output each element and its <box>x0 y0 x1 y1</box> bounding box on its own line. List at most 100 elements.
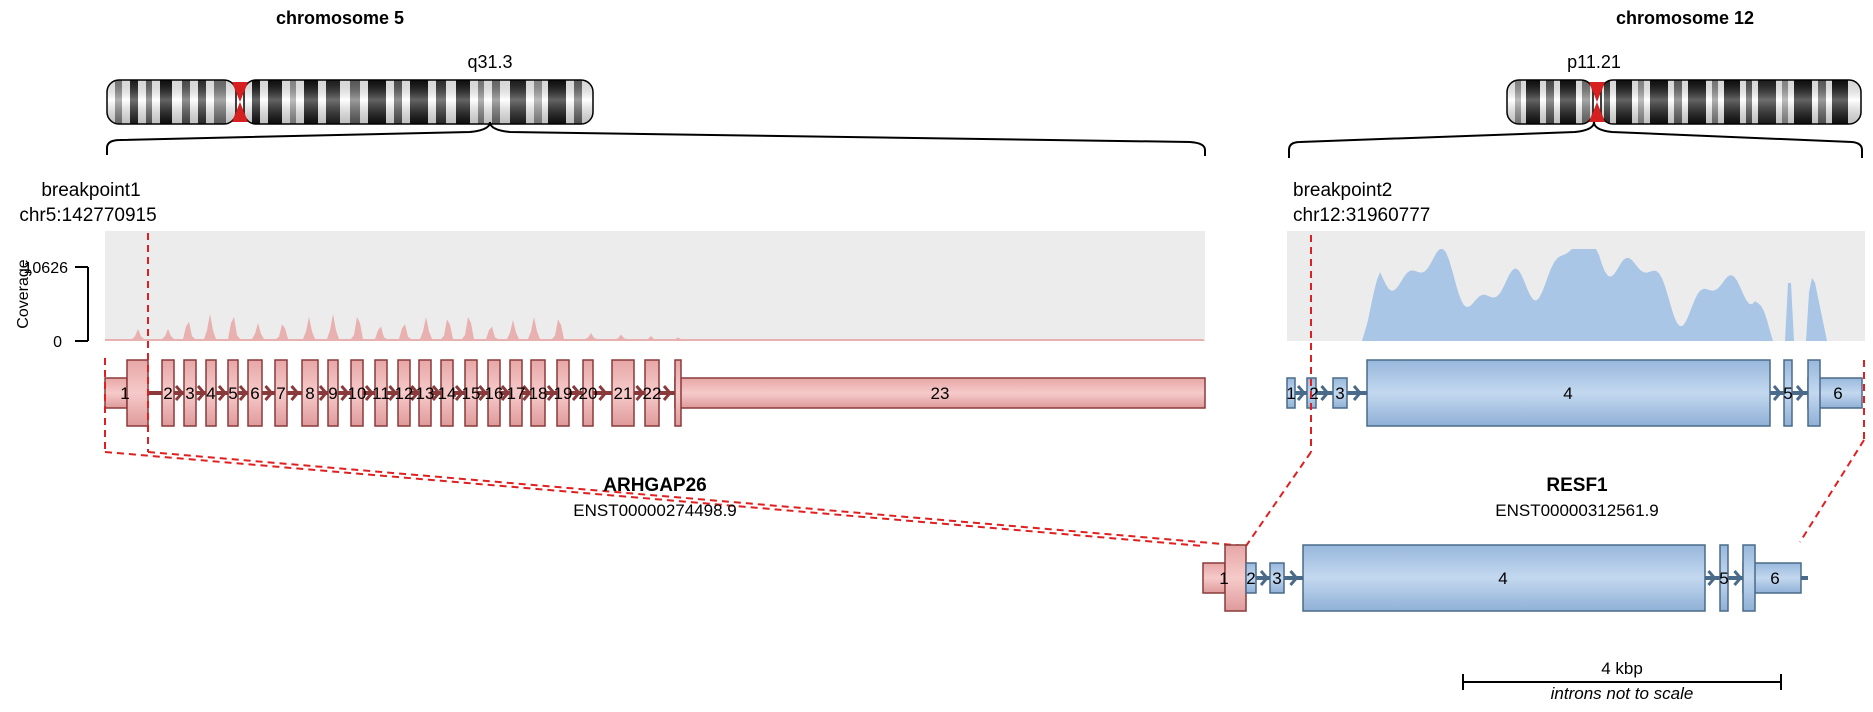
exon-9: 9 <box>327 359 339 427</box>
scale-bar-note: introns not to scale <box>1551 684 1694 703</box>
svg-text:5: 5 <box>1719 569 1728 588</box>
exon-16: 16 <box>485 359 504 427</box>
chromosome-12-ideogram <box>1506 79 1862 125</box>
svg-text:13: 13 <box>416 384 435 403</box>
chr5-centromere <box>232 82 248 122</box>
svg-text:10: 10 <box>348 384 367 403</box>
svg-text:9: 9 <box>328 384 337 403</box>
svg-text:22: 22 <box>643 384 662 403</box>
transcript-arhgap26: ENST00000274498.9 <box>573 501 737 520</box>
exon-22: 22 <box>643 359 662 427</box>
exon-2: 2 <box>161 359 175 427</box>
exon-4: 4 <box>205 359 217 427</box>
exon-8: 8 <box>301 359 319 427</box>
scale-bar: 4 kbp introns not to scale <box>1462 659 1782 703</box>
fusion-exon-2: 2 <box>1245 562 1257 594</box>
svg-text:2: 2 <box>1246 569 1255 588</box>
svg-text:4: 4 <box>1498 569 1507 588</box>
gene-name-arhgap26: ARHGAP26 <box>603 475 706 496</box>
svg-text:3: 3 <box>185 384 194 403</box>
svg-text:6: 6 <box>1770 569 1779 588</box>
svg-text:4: 4 <box>206 384 215 403</box>
svg-text:7: 7 <box>276 384 285 403</box>
exon-21: 21 <box>611 359 635 427</box>
svg-text:23: 23 <box>931 384 950 403</box>
exon-11: 11 <box>372 359 390 427</box>
exon-20: 20 <box>579 359 598 427</box>
svg-text:5: 5 <box>1783 384 1792 403</box>
svg-text:18: 18 <box>529 384 548 403</box>
coverage-track-arhgap26 <box>105 314 1205 341</box>
svg-text:1: 1 <box>120 384 129 403</box>
coverage-panel-left <box>105 231 1205 341</box>
coverage-axis: 10626 0 Coverage <box>15 259 89 351</box>
svg-text:6: 6 <box>250 384 259 403</box>
svg-text:6: 6 <box>1833 384 1842 403</box>
exon-10: 10 <box>348 359 367 427</box>
exon-19: 19 <box>554 359 573 427</box>
zoom-bracket-right <box>1288 121 1863 158</box>
exon-2: 2 <box>1306 377 1319 409</box>
svg-text:17: 17 <box>507 384 526 403</box>
exon-6: 6 <box>247 359 263 427</box>
svg-text:20: 20 <box>579 384 598 403</box>
chromosome-5-title: chromosome 5 <box>276 8 404 28</box>
svg-text:1: 1 <box>1219 569 1228 588</box>
exon-4: 4 <box>1366 359 1771 427</box>
coverage-axis-label: Coverage <box>15 259 32 328</box>
exon-12: 12 <box>395 359 414 427</box>
svg-text:12: 12 <box>395 384 414 403</box>
breakpoint-lines <box>104 233 1865 547</box>
exon-5: 5 <box>227 359 239 427</box>
svg-text:5: 5 <box>228 384 237 403</box>
svg-text:4: 4 <box>1563 384 1572 403</box>
chromosome-12-title: chromosome 12 <box>1616 8 1754 28</box>
coverage-min-label: 0 <box>53 334 62 351</box>
breakpoint2-position: chr12:31960777 <box>1293 205 1430 226</box>
transcript-resf1: ENST00000312561.9 <box>1495 501 1659 520</box>
exon-18: 18 <box>529 359 548 427</box>
chr12-centromere <box>1589 82 1605 122</box>
svg-text:16: 16 <box>485 384 504 403</box>
band-label-left: q31.3 <box>467 52 512 72</box>
exon-7: 7 <box>274 359 288 427</box>
zoom-bracket-left <box>106 121 1206 156</box>
fusion-exon-3: 3 <box>1269 562 1285 594</box>
svg-text:3: 3 <box>1272 569 1281 588</box>
exon-1: 1 <box>104 359 149 427</box>
band-label-right: p11.21 <box>1567 52 1621 72</box>
exon-17: 17 <box>507 359 526 427</box>
exon-6: 6 <box>1807 359 1863 427</box>
breakpoint1-position: chr5:142770915 <box>19 205 156 226</box>
fusion-exon-5: 5 <box>1719 544 1729 612</box>
svg-text:8: 8 <box>305 384 314 403</box>
svg-text:15: 15 <box>462 384 481 403</box>
exon-14: 14 <box>438 359 456 427</box>
fusion-exon-6: 6 <box>1742 544 1802 612</box>
svg-text:21: 21 <box>614 384 633 403</box>
breakpoint1-label: breakpoint1 <box>41 180 140 201</box>
exon-23: 23 <box>674 359 1206 427</box>
svg-text:2: 2 <box>1309 384 1318 403</box>
fusion-exon-4: 4 <box>1302 544 1706 612</box>
svg-text:11: 11 <box>372 384 390 403</box>
svg-text:1: 1 <box>1286 384 1295 403</box>
svg-text:3: 3 <box>1335 384 1344 403</box>
gene-name-resf1: RESF1 <box>1546 475 1608 496</box>
chromosome-5-ideogram <box>106 79 594 125</box>
exon-13: 13 <box>416 359 435 427</box>
exon-5: 5 <box>1783 359 1793 427</box>
exon-1: 1 <box>1286 377 1296 409</box>
fusion-exon-1: 1 <box>1202 544 1247 612</box>
scale-bar-label: 4 kbp <box>1601 659 1643 678</box>
svg-text:2: 2 <box>163 384 172 403</box>
coverage-track-resf1 <box>1287 249 1865 341</box>
svg-text:19: 19 <box>554 384 573 403</box>
coverage-max-label: 10626 <box>24 260 69 277</box>
exon-3: 3 <box>1332 377 1348 409</box>
